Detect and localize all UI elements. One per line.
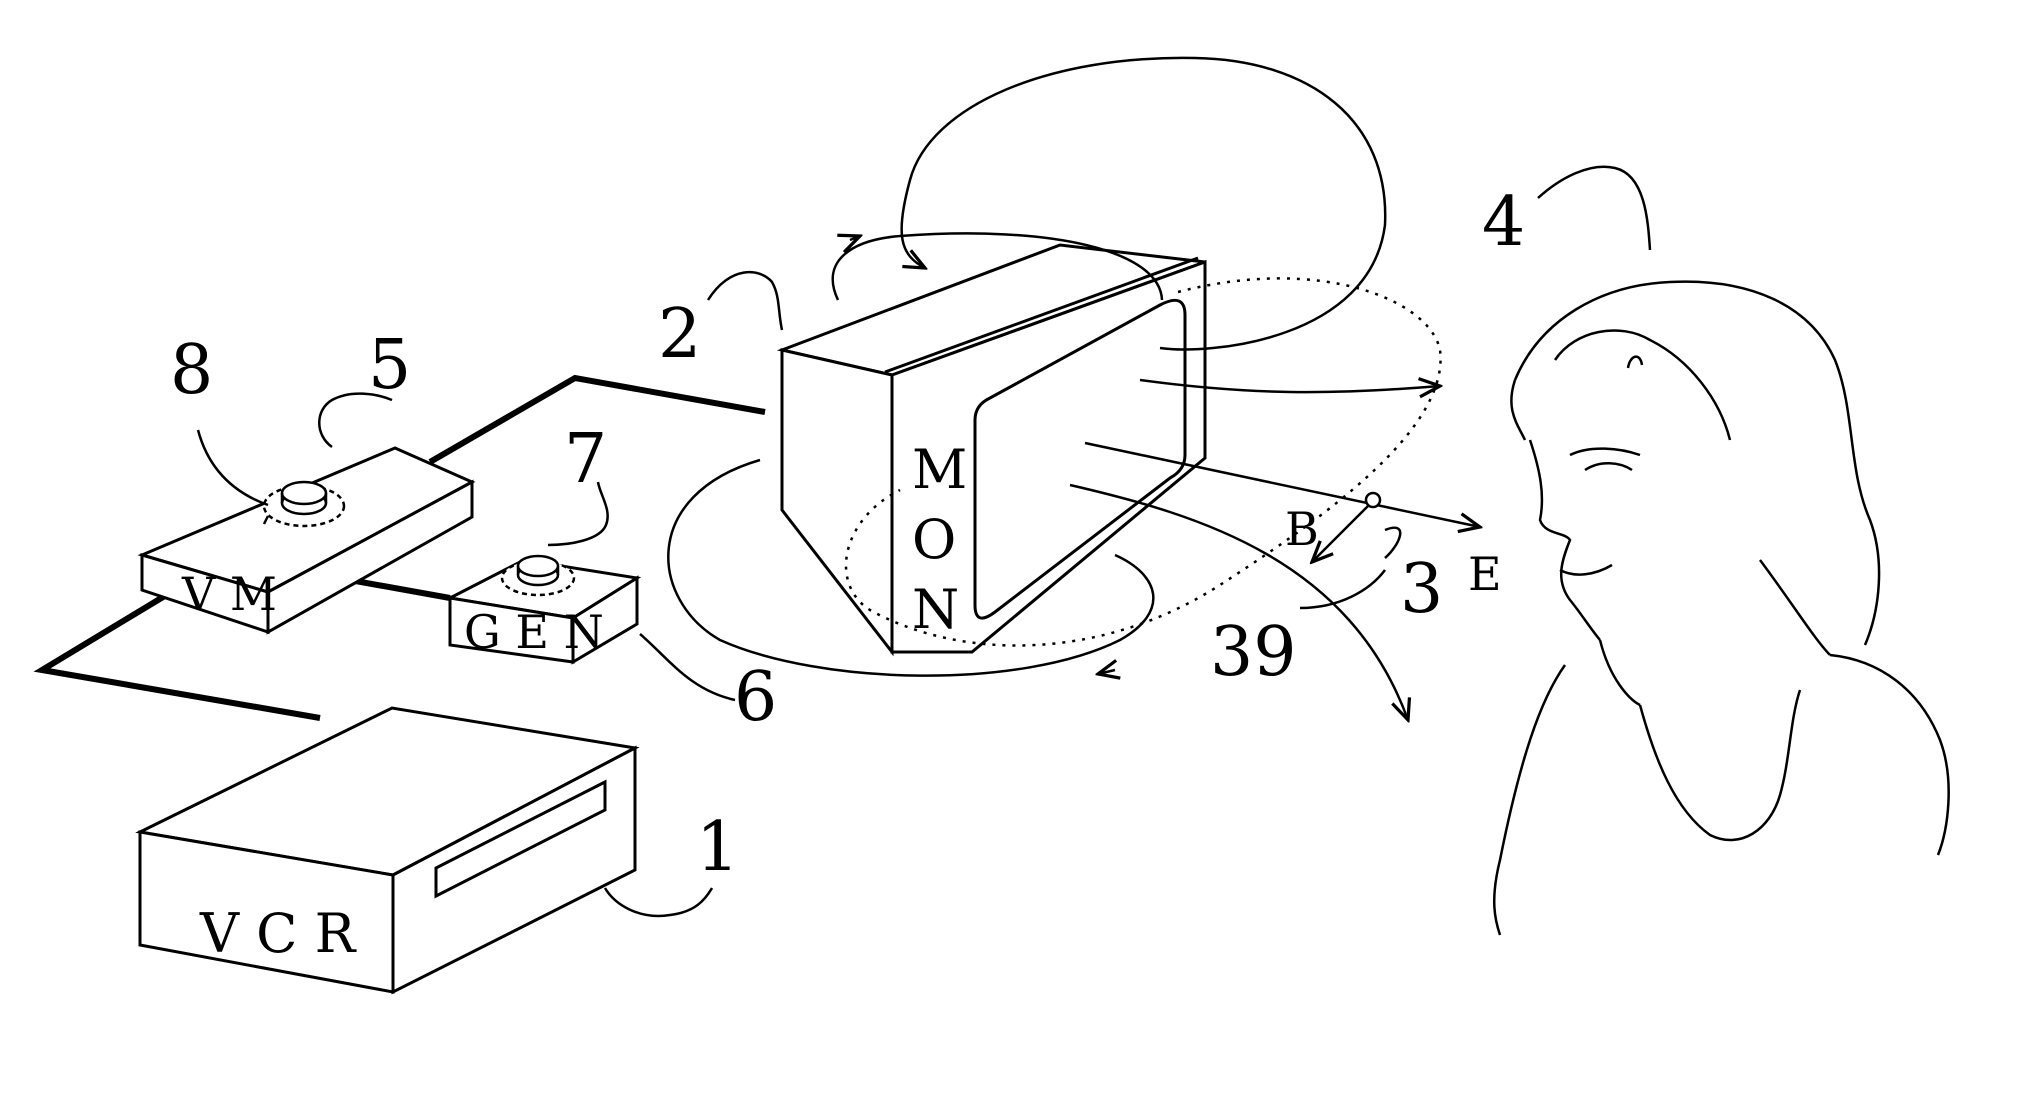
hair-right-lower [1758,559,1831,656]
ref-5: 5 [368,326,411,405]
leader-lines [196,165,1652,918]
field-loop-top [900,56,1387,351]
leader-4 [1537,165,1652,251]
nose-hook [1626,355,1644,369]
vcr-device [135,706,640,995]
monitor-device [776,243,1207,657]
leader-2 [706,270,784,331]
leader-8 [196,429,269,507]
hair-outline [1513,280,1881,646]
field-loop-top-inner [831,232,1164,301]
hair-left [1510,379,1527,441]
neckline [1638,689,1802,842]
leader-7 [547,481,609,547]
magnetic-field-lines [667,56,1480,720]
field-arrow-top-ret [850,236,860,240]
ref-7: 7 [564,420,607,499]
gen-label: G E N [464,605,604,659]
b-field-vector [1312,505,1369,562]
ref-1: 1 [696,808,739,887]
eye [1584,462,1633,472]
ref-6: 6 [734,658,777,737]
leader-5 [318,392,393,449]
monitor-label-o: O [912,508,956,571]
ref-39: 39 [1210,613,1297,692]
neck [1598,639,1641,707]
face-profile [1528,439,1601,641]
leader-6 [639,633,736,702]
leader-39 [1299,569,1386,610]
person-viewer [1492,280,1950,936]
cable-vcr-to-vm [33,591,321,721]
brow [1569,447,1641,457]
b-field-label: B [1285,502,1319,556]
e-field-label: E [1468,547,1502,601]
field-point [1364,491,1382,509]
field-line-right [1139,380,1440,392]
cable-vm-to-monitor [428,374,766,465]
e-field-vector [1084,441,1480,527]
monitor-label-n: N [912,578,959,641]
ref-8: 8 [170,331,213,410]
vm-label: V M [181,567,277,621]
vm-control-knob [262,480,346,528]
mouth [1559,563,1613,576]
field-arrow-bottom [1098,670,1115,674]
field-line-down [1069,483,1408,720]
ref-3: 3 [1400,550,1443,629]
ref-2: 2 [658,295,701,374]
vcr-label: V C R [199,902,357,965]
gen-control-knob [500,554,576,597]
leader-3 [1384,526,1402,559]
field-loop-bottom [667,458,1155,677]
shoulder-right [1829,653,1950,856]
shoulder-left [1492,664,1567,936]
monitor-label-m: M [912,438,967,501]
hair-inner [1553,329,1732,441]
leader-1 [603,887,714,918]
ref-4: 4 [1482,183,1525,262]
